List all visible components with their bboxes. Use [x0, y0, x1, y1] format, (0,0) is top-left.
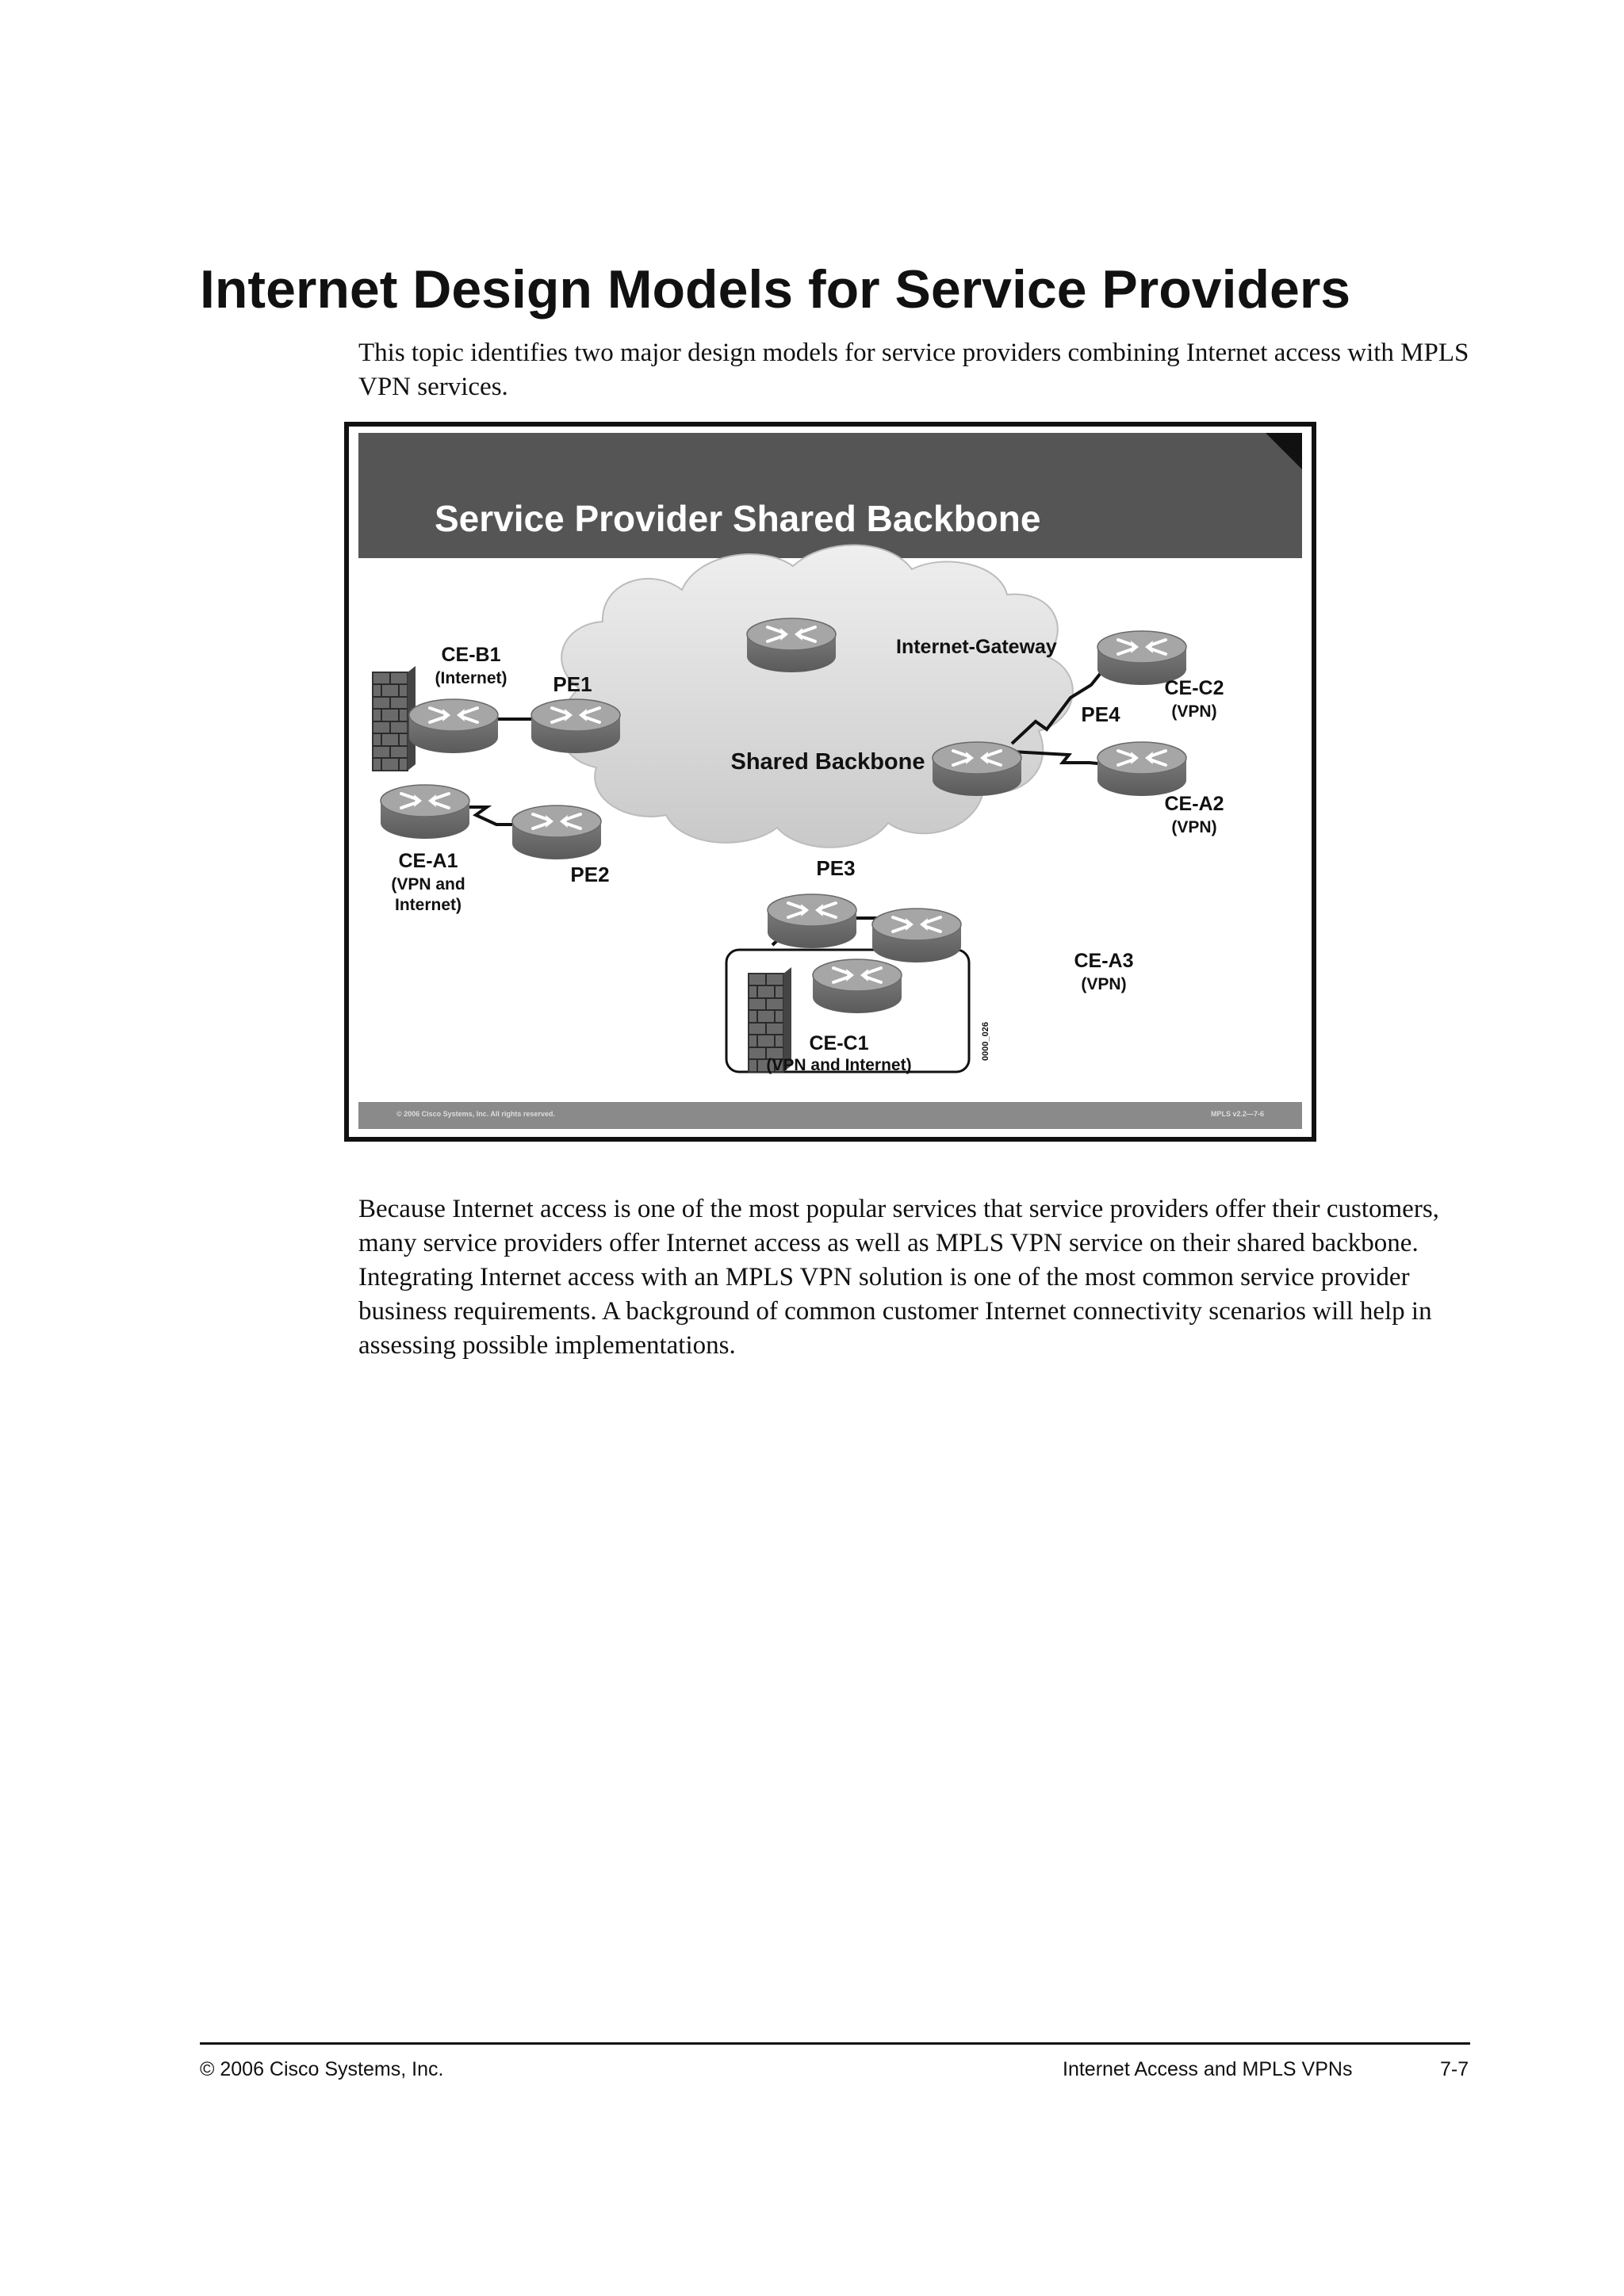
ce-c2-label: CE-C2	[1164, 677, 1224, 699]
ce-a3-sublabel: (VPN)	[1081, 975, 1126, 993]
pe2-label: PE2	[570, 863, 609, 886]
router-icon	[871, 907, 963, 964]
slide-number: MPLS v2.2—7-6	[1210, 1110, 1264, 1118]
slide-title: Service Provider Shared Backbone	[435, 498, 1041, 539]
figure-id: 0000_026	[981, 1022, 990, 1061]
footer-divider	[200, 2042, 1470, 2045]
footer-copyright: © 2006 Cisco Systems, Inc.	[200, 2058, 444, 2080]
ce-c1-label: CE-C1	[809, 1032, 868, 1054]
internet-gateway-label: Internet-Gateway	[896, 636, 1057, 658]
footer-section-title: Internet Access and MPLS VPNs	[1063, 2058, 1353, 2080]
slide-footer-bar: © 2006 Cisco Systems, Inc. All rights re…	[358, 1102, 1302, 1129]
intro-paragraph: This topic identifies two major design m…	[358, 339, 1469, 401]
ce-a1-sublabel-1: (VPN and	[391, 875, 465, 894]
ce-b1-sublabel: (Internet)	[435, 669, 508, 687]
router-icon	[408, 698, 500, 755]
router-icon	[379, 783, 471, 840]
router-icon	[530, 698, 622, 755]
router-icon	[811, 958, 903, 1015]
slide-copyright: © 2006 Cisco Systems, Inc. All rights re…	[396, 1110, 555, 1118]
ce-a2-label: CE-A2	[1164, 793, 1224, 815]
slide-corner-triangle	[1266, 433, 1302, 469]
slide-title-bar: Service Provider Shared Backbone	[358, 433, 1302, 558]
slide-figure: Service Provider Shared Backbone	[344, 422, 1316, 1142]
ce-c2-sublabel: (VPN)	[1171, 702, 1216, 721]
pe1-label: PE1	[553, 672, 592, 696]
ce-c1-sublabel: (VPN and Internet)	[766, 1056, 911, 1074]
ce-a1-sublabel-2: Internet)	[395, 896, 462, 914]
body-paragraph: Because Internet access is one of the mo…	[358, 1195, 1439, 1360]
router-icon	[766, 893, 858, 950]
router-icon	[745, 617, 837, 674]
pe4-label: PE4	[1081, 702, 1120, 726]
ce-a1-label: CE-A1	[398, 850, 458, 872]
footer-page-number: 7-7	[1440, 2058, 1469, 2080]
network-diagram: Shared Backbone Internet-Gatew	[372, 544, 1224, 1074]
firewall-icon	[372, 665, 416, 771]
diagram-labels: Internet-Gateway PE1 CE-B1 (Internet) CE…	[391, 636, 1224, 1074]
ce-a3-label: CE-A3	[1074, 950, 1133, 972]
router-icon	[931, 740, 1023, 798]
pe3-label: PE3	[816, 856, 855, 880]
router-icon	[1096, 740, 1188, 798]
backbone-cloud	[559, 544, 1074, 848]
cloud-label: Shared Backbone	[731, 749, 925, 775]
ce-a2-sublabel: (VPN)	[1171, 818, 1216, 836]
page-title: Internet Design Models for Service Provi…	[200, 259, 1351, 320]
router-icon	[511, 804, 603, 861]
ce-b1-label: CE-B1	[441, 644, 500, 666]
